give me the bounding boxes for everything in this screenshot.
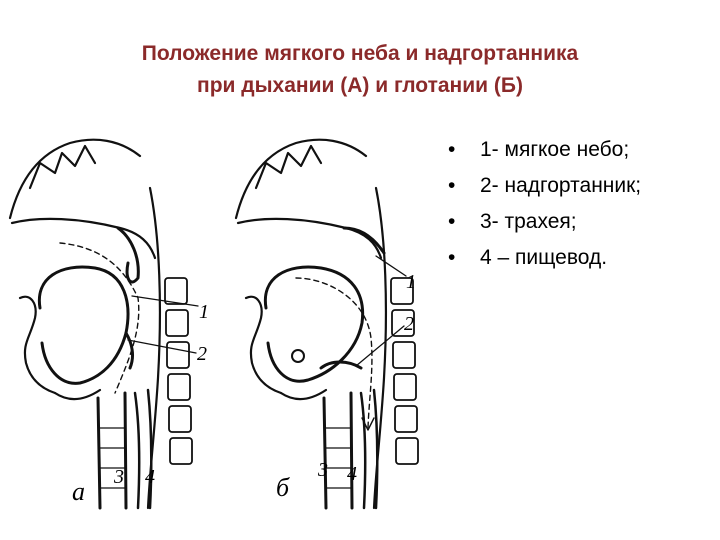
page-title: Положение мягкого неба и надгортанника п…	[0, 38, 720, 102]
leader-line-1	[131, 295, 199, 307]
esophagus	[133, 388, 153, 510]
pharynx-wall	[372, 186, 388, 510]
nasal-conchae	[28, 144, 97, 190]
tongue	[37, 265, 130, 385]
epiglottis	[319, 360, 363, 370]
nasal-conchae	[254, 144, 323, 190]
panel-letter-a: а	[72, 477, 85, 506]
legend-list: • 1- мягкое небо; • 2- надгортанник; • 3- т…	[448, 132, 641, 276]
legend-item-label: 3- трахея;	[480, 210, 577, 233]
trachea	[322, 391, 354, 510]
trachea	[96, 391, 128, 510]
tongue	[263, 265, 365, 383]
trachea-rings	[325, 427, 352, 489]
label-3: 3	[317, 459, 328, 481]
title-line-2: при дыхании (А) и глотании (Б)	[197, 74, 523, 97]
chin	[279, 388, 328, 401]
food-bolus	[291, 349, 305, 363]
esophagus	[359, 388, 379, 510]
chin	[53, 388, 102, 401]
label-4: 4	[347, 463, 357, 485]
label-1: 1	[406, 271, 416, 293]
trachea-rings	[99, 427, 126, 489]
legend-item: • 2- надгортанник;	[448, 168, 641, 204]
legend-item: • 3- трахея;	[448, 204, 641, 240]
legend-item-label: 1- мягкое небо;	[480, 138, 630, 161]
title-line-1: Положение мягкого неба и надгортанника	[141, 42, 579, 65]
label-1: 1	[199, 301, 209, 323]
legend-item-label: 4 – пищевод.	[480, 246, 608, 269]
bullet-icon: •	[448, 174, 456, 197]
leader-line-2	[355, 325, 405, 367]
figure-a-breathing: 1 2 3 4 а	[8, 138, 209, 510]
label-4: 4	[145, 466, 155, 488]
figure-b-swallowing: 1 2 3 4 б	[234, 138, 419, 510]
label-3: 3	[113, 466, 124, 488]
leader-line-1	[375, 255, 407, 277]
label-2: 2	[404, 313, 414, 335]
airflow-line	[59, 242, 140, 394]
hard-palate	[10, 217, 157, 260]
soft-palate	[342, 226, 386, 255]
cervical-vertebrae	[390, 277, 419, 465]
bolus-path-line	[295, 277, 373, 429]
skull-outline	[8, 138, 142, 220]
pharynx-wall	[146, 186, 162, 510]
legend-item: • 4 – пищевод.	[448, 240, 641, 276]
leader-line-2	[127, 339, 197, 354]
cervical-vertebrae	[164, 277, 193, 465]
bullet-icon: •	[448, 138, 456, 161]
legend-item: • 1- мягкое небо;	[448, 132, 641, 168]
lips-jaw	[244, 295, 283, 395]
bullet-icon: •	[448, 246, 456, 269]
bolus-path-arrowhead	[361, 417, 375, 431]
soft-palate	[116, 226, 140, 284]
lips-jaw	[18, 295, 57, 395]
legend-item-label: 2- надгортанник;	[480, 174, 642, 197]
panel-letter-b: б	[276, 473, 290, 502]
bullet-icon: •	[448, 210, 456, 233]
hard-palate	[236, 217, 383, 260]
skull-outline	[234, 138, 368, 220]
label-2: 2	[197, 343, 207, 365]
